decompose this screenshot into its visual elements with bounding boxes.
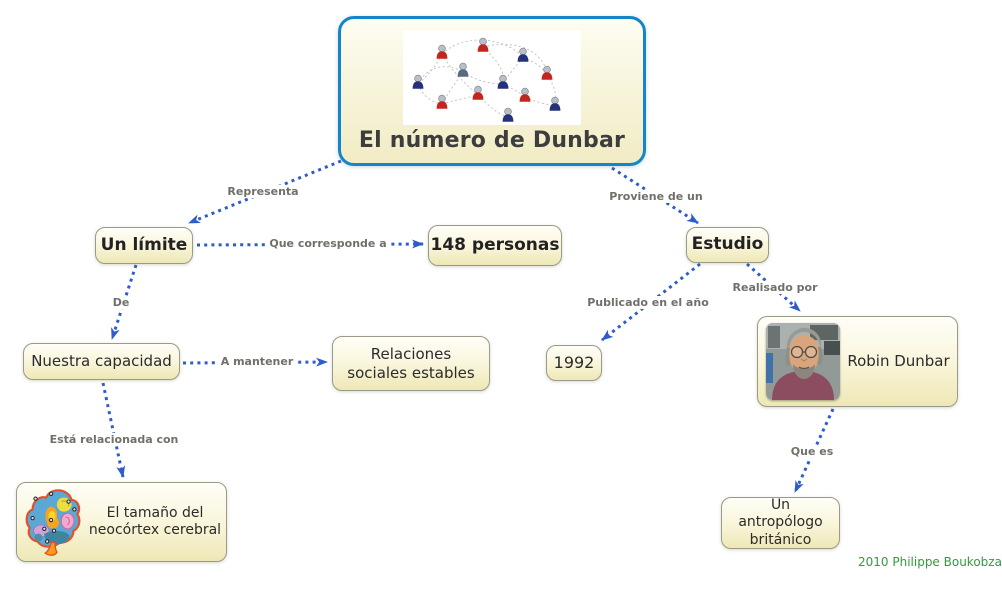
link-label-proviene: Proviene de un (605, 190, 707, 203)
link-label-relacionada: Está relacionada con (45, 433, 183, 446)
credit: 2010 Philippe Boukobza (858, 555, 1002, 569)
node-antropologo[interactable]: Un antropólogo británico (721, 497, 840, 549)
link-label-publicado: Publicado en el año (583, 296, 713, 309)
link-label-que-es: Que es (786, 445, 838, 458)
node-1992[interactable]: 1992 (546, 345, 602, 381)
person-icons (412, 37, 561, 122)
brain-illustration (25, 489, 81, 556)
node-estudio[interactable]: Estudio (686, 227, 769, 263)
link-relacionada-line (101, 382, 126, 478)
link-label-de: De (108, 296, 134, 309)
link-publicado-line (601, 262, 701, 342)
robin-dunbar-label: Robin Dunbar (847, 352, 950, 371)
social-network-illustration (403, 30, 581, 125)
node-relaciones-sociales-estables[interactable]: Relaciones sociales estables (332, 336, 490, 391)
node-el-numero-de-dunbar[interactable]: El número de Dunbar (338, 16, 646, 166)
neocortex-label: El tamaño del neocórtex cerebral (88, 504, 222, 539)
node-un-limite[interactable]: Un límite (95, 227, 193, 264)
robin-dunbar-photo (766, 323, 840, 400)
node-nuestra-capacidad[interactable]: Nuestra capacidad (23, 343, 180, 380)
link-realisado-line (746, 262, 801, 313)
link-label-corresponde: Que corresponde a (265, 237, 391, 250)
node-neocortex[interactable]: El tamaño del neocórtex cerebral (16, 482, 227, 562)
link-label-representa: Representa (223, 185, 303, 198)
link-label-mantener: A mantener (216, 355, 298, 368)
main-title: El número de Dunbar (358, 127, 626, 153)
link-label-realisado: Realisado por (728, 281, 822, 294)
node-robin-dunbar[interactable]: Robin Dunbar (757, 316, 958, 407)
node-148-personas[interactable]: 148 personas (428, 225, 562, 266)
